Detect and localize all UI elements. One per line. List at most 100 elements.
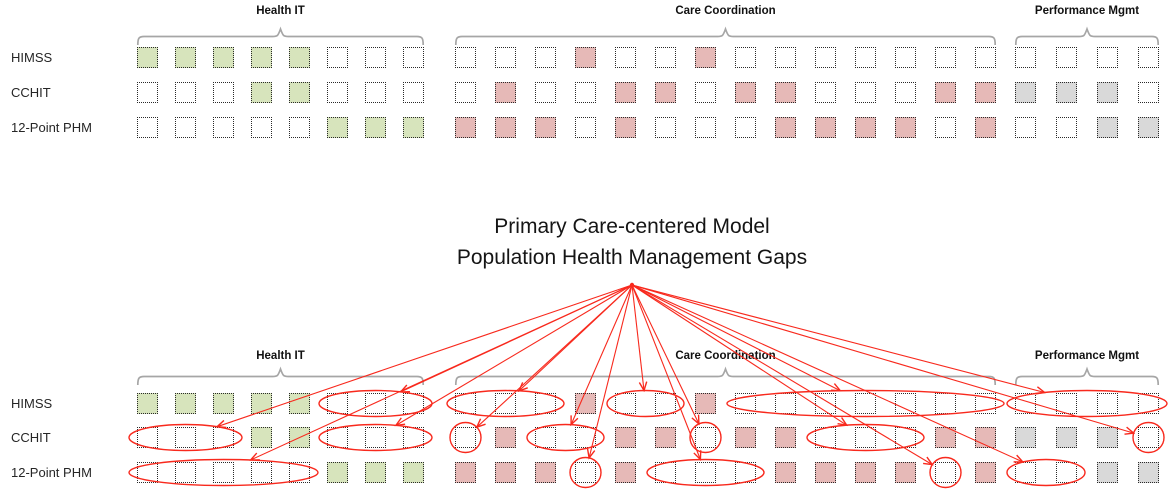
grid-cell (327, 393, 348, 414)
group-label-performance-mgmt: Performance Mgmt (1034, 5, 1140, 17)
grid-cell (1138, 117, 1159, 138)
grid-cell (365, 117, 386, 138)
grid-cell (575, 117, 596, 138)
grid-cell (289, 117, 310, 138)
grid-cell (1015, 47, 1036, 68)
grid-cell (251, 82, 272, 103)
grid-cell (655, 47, 676, 68)
grid-cell (213, 462, 234, 483)
grid-cell (175, 393, 196, 414)
grid-cell (251, 462, 272, 483)
grid-cell (695, 427, 716, 448)
grid-cell (1097, 462, 1118, 483)
grid-cell (655, 427, 676, 448)
group-bracket-health-it (136, 366, 425, 386)
grid-cell (1015, 82, 1036, 103)
grid-cell (535, 462, 556, 483)
grid-cell (365, 427, 386, 448)
grid-cell (251, 47, 272, 68)
grid-cell (175, 427, 196, 448)
grid-cell (403, 462, 424, 483)
group-bracket-health-it (136, 26, 425, 46)
grid-cell (289, 47, 310, 68)
grid-cell (775, 82, 796, 103)
grid-cell (175, 117, 196, 138)
grid-cell (455, 117, 476, 138)
grid-cell (365, 393, 386, 414)
grid-cell (327, 427, 348, 448)
grid-cell (495, 393, 516, 414)
grid-cell (975, 117, 996, 138)
grid-cell (327, 462, 348, 483)
grid-cell (855, 393, 876, 414)
grid-cell (327, 117, 348, 138)
grid-cell (975, 393, 996, 414)
grid-cell (695, 47, 716, 68)
group-label-health-it: Health IT (256, 5, 305, 17)
grid-cell (855, 462, 876, 483)
grid-cell (695, 117, 716, 138)
group-bracket-care-coordination (454, 26, 997, 46)
grid-cell (137, 82, 158, 103)
grid-cell (455, 82, 476, 103)
grid-cell (1138, 47, 1159, 68)
grid-cell (213, 427, 234, 448)
grid-cell (775, 117, 796, 138)
grid-cell (1015, 427, 1036, 448)
grid-cell (575, 462, 596, 483)
grid-cell (251, 393, 272, 414)
grid-cell (495, 82, 516, 103)
grid-cell (615, 117, 636, 138)
grid-cell (695, 82, 716, 103)
grid-cell (895, 393, 916, 414)
grid-cell (213, 47, 234, 68)
grid-cell (535, 427, 556, 448)
grid-cell (975, 47, 996, 68)
grid-cell (1015, 393, 1036, 414)
grid-cell (615, 82, 636, 103)
grid-cell (137, 427, 158, 448)
grid-cell (455, 462, 476, 483)
grid-cell (935, 82, 956, 103)
grid-cell (1097, 393, 1118, 414)
grid-cell (403, 82, 424, 103)
grid-cell (1138, 393, 1159, 414)
grid-cell (1015, 462, 1036, 483)
grid-cell (1056, 462, 1077, 483)
grid-cell (895, 47, 916, 68)
grid-cell (1097, 82, 1118, 103)
grid-cell (289, 462, 310, 483)
row-label-cchit: CCHIT (11, 430, 51, 445)
grid-cell (137, 47, 158, 68)
grid-cell (327, 47, 348, 68)
grid-cell (615, 462, 636, 483)
grid-cell (735, 462, 756, 483)
grid-cell (1097, 117, 1118, 138)
grid-cell (137, 462, 158, 483)
group-bracket-care-coordination (454, 366, 997, 386)
grid-cell (935, 462, 956, 483)
grid-cell (935, 427, 956, 448)
row-label-12-point-phm: 12-Point PHM (11, 120, 92, 135)
grid-cell (1097, 47, 1118, 68)
grid-cell (365, 47, 386, 68)
grid-cell (403, 393, 424, 414)
grid-cell (1056, 393, 1077, 414)
grid-cell (855, 427, 876, 448)
grid-cell (895, 117, 916, 138)
grid-cell (695, 393, 716, 414)
grid-cell (535, 393, 556, 414)
grid-cell (137, 393, 158, 414)
grid-cell (815, 82, 836, 103)
grid-cell (137, 117, 158, 138)
grid-cell (1056, 117, 1077, 138)
grid-cell (615, 427, 636, 448)
grid-cell (175, 47, 196, 68)
grid-cell (175, 462, 196, 483)
grid-cell (975, 462, 996, 483)
grid-cell (289, 393, 310, 414)
grid-cell (575, 47, 596, 68)
grid-cell (815, 47, 836, 68)
grid-cell (935, 393, 956, 414)
